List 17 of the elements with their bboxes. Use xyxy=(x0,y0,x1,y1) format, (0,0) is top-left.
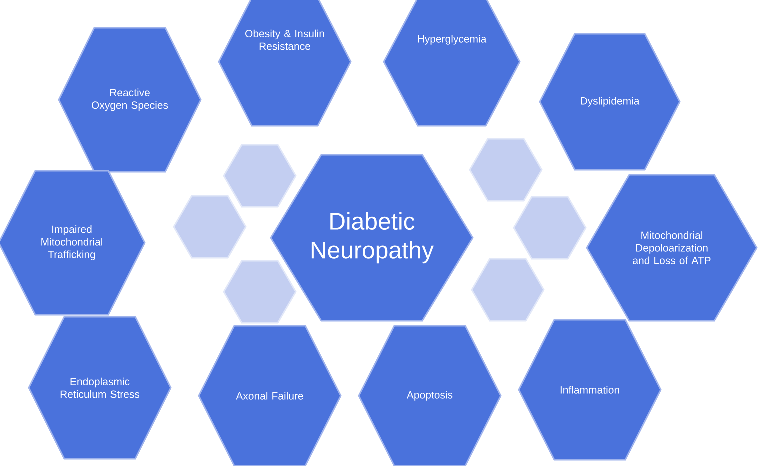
hexagon: Endoplasmic Reticulum Stress xyxy=(28,316,172,460)
hexagon: Apoptosis xyxy=(358,325,502,466)
hexagon xyxy=(513,196,587,260)
hexagon: Axonal Failure xyxy=(198,325,342,466)
hexagon: Mitochondrial Depoloarization and Loss of ATP xyxy=(586,174,758,322)
hexagon xyxy=(471,258,545,322)
hexagon: Obesity & Insulin Resistance xyxy=(218,0,352,127)
hexagon xyxy=(223,260,297,324)
hexagon xyxy=(469,138,543,202)
hexagon: Diabetic Neuropathy xyxy=(270,154,474,322)
hexagon xyxy=(223,144,297,208)
hexagon: Inflammation xyxy=(518,319,662,461)
hexagon: Impaired Mitochondrial Trafficking xyxy=(0,170,146,316)
hexagon: Reactive Oxygen Species xyxy=(58,27,202,173)
hexagon: Dyslipidemia xyxy=(539,33,681,171)
hexagon: Hyperglycemia xyxy=(383,0,521,127)
hexagon xyxy=(173,195,247,259)
